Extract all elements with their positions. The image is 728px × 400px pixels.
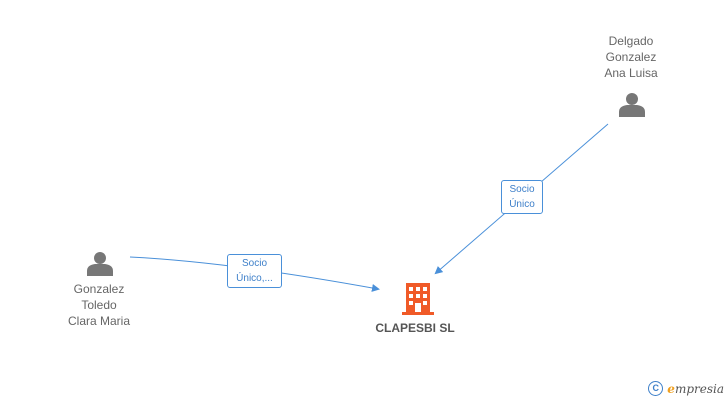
relation-label-line: Único,... [236,273,273,284]
brand-logo-letter: e [667,381,675,396]
building-icon[interactable] [402,283,434,315]
relation-label-delgado[interactable]: Socio Único [501,180,543,214]
person-name-line: Toledo [81,298,117,312]
relation-label-line: Socio [509,184,535,195]
person-name-delgado[interactable]: Delgado Gonzalez Ana Luisa [571,33,691,81]
person-name-line: Clara Maria [67,314,130,328]
person-icon[interactable] [87,252,113,276]
person-name-line: Gonzalez [605,50,657,64]
person-name-gonzalez[interactable]: Gonzalez Toledo Clara Maria [39,281,159,329]
relation-label-line: Único [509,199,535,210]
relation-label-gonzalez[interactable]: Socio Único,... [227,254,282,288]
brand-logo-text: mpresia [674,381,724,396]
person-name-line: Gonzalez [73,282,125,296]
company-name[interactable]: CLAPESBI SL [375,321,455,335]
person-icon[interactable] [619,93,645,117]
footer-watermark: C empresia [648,381,724,396]
person-name-line: Ana Luisa [604,66,658,80]
copyright-icon: C [648,381,664,396]
brand-logo: empresia [667,382,724,396]
relation-label-line: Socio [241,258,267,269]
person-name-line: Delgado [608,34,654,48]
